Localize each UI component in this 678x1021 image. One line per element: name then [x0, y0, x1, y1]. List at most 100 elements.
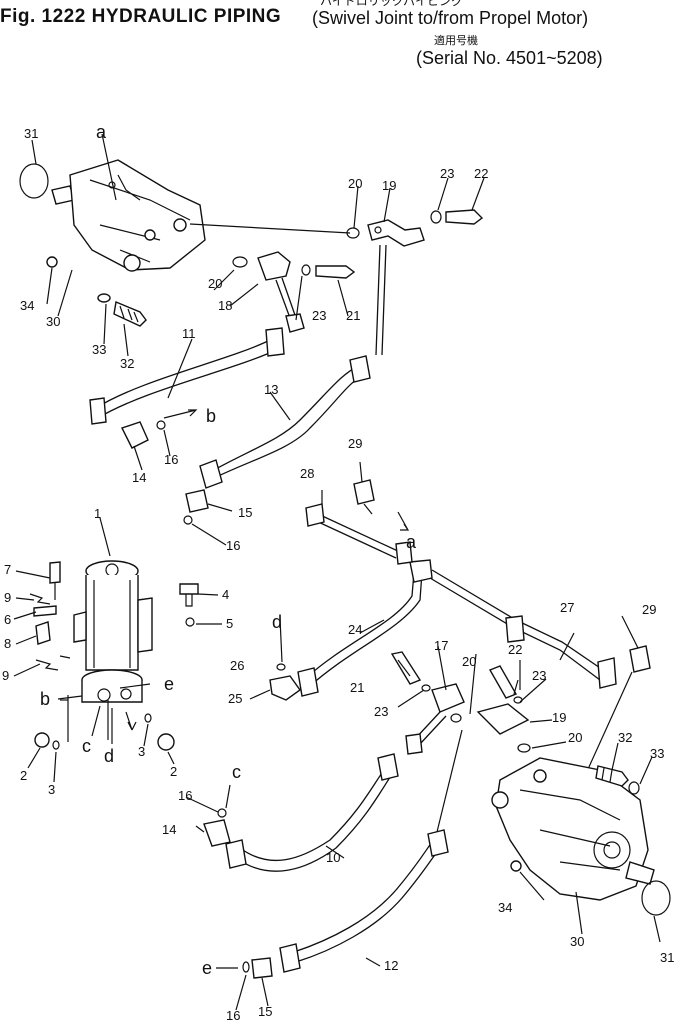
adapter-15-lower [251, 957, 273, 979]
propel-motor-lower [491, 757, 671, 916]
washer-23-d [513, 696, 523, 704]
callout-32-lower: 32 [618, 730, 632, 745]
callout-20-b: 20 [208, 276, 222, 291]
callout-31-upper: 31 [24, 126, 38, 141]
callout-31-lower: 31 [660, 950, 674, 965]
connection-letter-c-upper: c [82, 736, 91, 756]
callout-16-a: 16 [164, 452, 178, 467]
callout-16-b: 16 [226, 538, 240, 553]
o-ring-20-d [517, 743, 531, 753]
callout-15-lower: 15 [258, 1004, 272, 1019]
upper-piping [89, 209, 484, 525]
japanese-title: ハイドロリックパイピング [320, 0, 464, 8]
connection-letters: a b a d e b c d c e [40, 122, 417, 978]
leader-lines [13, 133, 661, 1011]
bolt-21-upper [315, 265, 356, 279]
o-ring-5 [185, 617, 195, 627]
plug-2-left [34, 732, 50, 748]
callout-22-lower: 22 [508, 642, 522, 657]
lock-wire-9-lower [35, 659, 59, 671]
callout-18: 18 [218, 298, 232, 313]
o-ring-31-lower [641, 880, 671, 916]
callout-29-lower: 29 [642, 602, 656, 617]
callout-16-d: 16 [226, 1008, 240, 1021]
o-ring-26 [276, 663, 286, 671]
callout-11: 11 [182, 326, 196, 341]
callout-3-right: 3 [138, 744, 145, 759]
callout-3-left: 3 [48, 782, 55, 797]
lock-plate-6 [33, 605, 57, 617]
o-ring-16-d [242, 961, 250, 973]
washer-33-upper [97, 293, 111, 303]
elbow-14-lower [203, 819, 231, 847]
motor-housing-upper [69, 159, 206, 271]
figure-title-text: HYDRAULIC PIPING [91, 6, 282, 27]
callout-5: 5 [226, 616, 233, 631]
callout-numbers: 31 34 30 33 32 20 19 23 22 20 18 23 21 1… [2, 126, 674, 1021]
o-ring-16-a [156, 420, 166, 430]
motor-housing-lower [495, 757, 649, 901]
callout-9-lower: 9 [2, 668, 9, 683]
o-ring-16-b [183, 515, 193, 525]
callout-30-upper: 30 [46, 314, 60, 329]
hose-13 [209, 364, 367, 481]
callout-23-d: 23 [532, 668, 546, 683]
o-ring-20-b [232, 256, 248, 268]
callout-12: 12 [384, 958, 398, 973]
callout-14-lower: 14 [162, 822, 176, 837]
callout-24: 24 [348, 622, 362, 637]
callout-2-left: 2 [20, 768, 27, 783]
middle-piping [269, 479, 651, 837]
tube-18 [275, 277, 297, 319]
callout-25: 25 [228, 691, 242, 706]
callout-20-a: 20 [348, 176, 362, 191]
elbow-29-upper [353, 479, 375, 505]
washer-23-a [430, 210, 442, 224]
hose-11 [95, 339, 277, 419]
callout-17: 17 [434, 638, 448, 653]
propel-motor-upper [19, 159, 206, 327]
connection-letter-b-upper: b [206, 406, 216, 426]
figure-title: Fig. 1222 HYDRAULIC PIPING [0, 6, 281, 28]
callout-21-lower: 21 [350, 680, 364, 695]
hose-10 [235, 769, 393, 872]
elbow-25 [269, 675, 301, 701]
callout-1: 1 [94, 506, 101, 521]
callout-23-a: 23 [440, 166, 454, 181]
callout-33-lower: 33 [650, 746, 664, 761]
bolt-22-lower [488, 665, 518, 699]
callout-32-upper: 32 [120, 356, 134, 371]
plug-34-upper [46, 256, 58, 268]
callout-21-upper: 21 [346, 308, 360, 323]
plug-34-lower [510, 860, 522, 872]
callout-22-upper: 22 [474, 166, 488, 181]
dowel-8 [35, 621, 51, 645]
connection-letter-e-lower: e [202, 958, 212, 978]
connection-letter-b-lower: b [40, 689, 50, 709]
o-ring-31-upper [19, 163, 49, 199]
connection-letter-a-upper: a [96, 122, 107, 142]
bolt-7 [49, 561, 61, 584]
subtitle-text: Swivel Joint to/from Propel Motor [318, 8, 583, 28]
callout-19-upper: 19 [382, 178, 396, 193]
figure-number: Fig. 1222 [0, 6, 86, 27]
applicable-serial-label: 適用号機 [434, 35, 478, 47]
callout-33-upper: 33 [92, 342, 106, 357]
hose-24 [305, 571, 423, 687]
callout-20-d: 20 [568, 730, 582, 745]
o-ring-16-c [217, 808, 227, 818]
tube-28 [313, 513, 401, 559]
callout-29-upper: 29 [348, 436, 362, 451]
swivel-joint-1 [29, 560, 199, 751]
callout-15-upper: 15 [238, 505, 252, 520]
callout-10: 10 [326, 850, 340, 865]
adapter-15-upper [185, 489, 209, 513]
callout-34-lower: 34 [498, 900, 512, 915]
callout-34-upper: 34 [20, 298, 34, 313]
plug-2-right [157, 733, 175, 751]
callout-23-b: 23 [312, 308, 326, 323]
washer-23-b [301, 264, 311, 276]
motor-shaft-lower [625, 861, 655, 885]
lock-wire-9-upper [29, 593, 51, 605]
